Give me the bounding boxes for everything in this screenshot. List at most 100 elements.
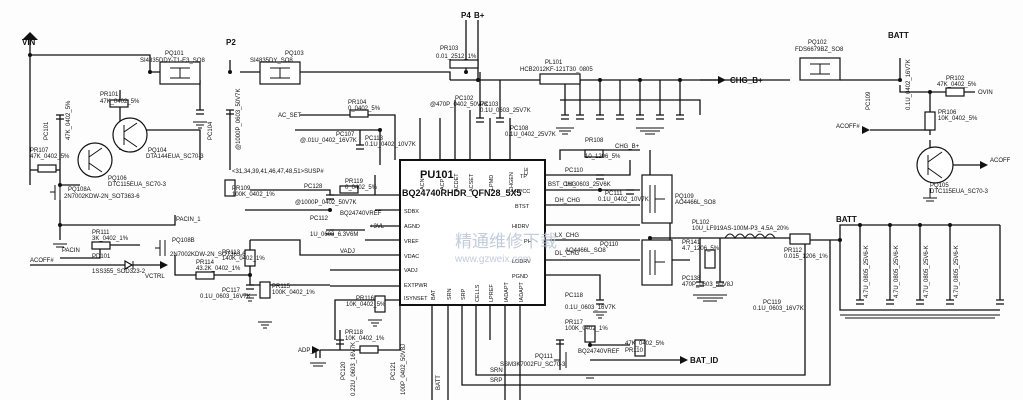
svg-text:PC117: PC117: [222, 288, 241, 294]
svg-text:10K_0402_1%: 10K_0402_1%: [345, 336, 385, 342]
svg-text:0.1U_0402_10V7K: 0.1U_0402_10V7K: [598, 197, 649, 203]
svg-text:PC113: PC113: [365, 136, 384, 142]
svg-text:PQ101: PQ101: [165, 51, 184, 57]
net-batt-top: BATT: [888, 31, 909, 40]
svg-text:PR115: PR115: [272, 284, 291, 290]
svg-text:4.7U_0805_25V6-K: 4.7U_0805_25V6-K: [864, 245, 870, 298]
svg-text:0.22U_0603_16V7K: 0.22U_0603_16V7K: [351, 342, 357, 396]
svg-text:IADAPT: IADAPT: [519, 281, 525, 302]
svg-text:PR114: PR114: [196, 260, 215, 266]
net-acoff-hash: ACOFF#: [836, 124, 860, 130]
pd101-diode: [124, 259, 134, 271]
svg-text:VREF: VREF: [404, 239, 419, 245]
svg-text:BQ24740VREF: BQ24740VREF: [340, 211, 382, 217]
watermark-cn: 精通维修下载: [455, 232, 557, 252]
svg-text:IADAPT: IADAPT: [504, 281, 510, 302]
net-ac-set: AC_SET: [278, 113, 302, 119]
svg-text:BAT: BAT: [431, 289, 437, 300]
svg-text:FDS6679BZ_SO8: FDS6679BZ_SO8: [795, 47, 844, 53]
net-lx: LX_CHG: [555, 233, 579, 239]
pq103-mosfet: [259, 61, 301, 85]
svg-text:1U_0603_6.3V6M: 1U_0603_6.3V6M: [310, 232, 358, 238]
svg-text:SRP: SRP: [461, 288, 467, 300]
svg-text:TP: TP: [520, 174, 527, 180]
svg-text:0.1U_0603_16V7K: 0.1U_0603_16V7K: [753, 306, 804, 312]
svg-text:PQ103: PQ103: [285, 51, 304, 57]
svg-text:@.01U_0402_16V7K: @.01U_0402_16V7K: [300, 138, 357, 144]
svg-text:AO4466L_SO8: AO4466L_SO8: [565, 248, 606, 254]
svg-text:PQ106: PQ106: [108, 176, 127, 182]
svg-text:470P_0603_50V8J: 470P_0603_50V8J: [682, 282, 733, 288]
svg-text:PD101: PD101: [92, 254, 111, 260]
pu101-chip: [399, 159, 546, 306]
svg-text:PC118: PC118: [565, 293, 584, 299]
svg-text:AO4466L_SO8: AO4466L_SO8: [675, 200, 716, 206]
net-bplus: B+: [474, 11, 485, 20]
svg-text:0.1U_0603_16V7K: 0.1U_0603_16V7K: [200, 294, 251, 300]
net-bat-id: BAT_ID: [690, 356, 719, 365]
svg-text:AGND: AGND: [404, 224, 420, 230]
chip-ref: PU101: [420, 169, 454, 181]
net-acoff-left: ACOFF#: [30, 258, 54, 264]
svg-text:PC128: PC128: [304, 184, 323, 190]
svg-text:@470P_0402_50V7K: @470P_0402_50V7K: [430, 102, 488, 108]
svg-text:4.7U_0805_25V6-K: 4.7U_0805_25V6-K: [894, 245, 900, 298]
svg-text:47K_0402_5%: 47K_0402_5%: [937, 82, 977, 88]
svg-text:PQ108B: PQ108B: [172, 238, 195, 244]
svg-text:PR101: PR101: [100, 92, 119, 98]
svg-text:@1000P_0402_50V7K: @1000P_0402_50V7K: [295, 200, 356, 206]
net-batt-bottom: BATT: [436, 375, 442, 390]
pq111-mosfet: [554, 352, 567, 368]
net-vctrl: VCTRL: [145, 274, 165, 280]
svg-text:47K_0402_5%: 47K_0402_5%: [100, 99, 140, 105]
svg-text:PR108: PR108: [585, 138, 604, 144]
svg-text:VDAC: VDAC: [404, 254, 419, 260]
svg-text:PGND: PGND: [512, 274, 528, 280]
pq106-transistor: [77, 142, 113, 178]
pq104-transistor: [112, 117, 148, 153]
svg-text:10K_0402_5%: 10K_0402_5%: [938, 116, 978, 122]
pq109-mosfet: [641, 174, 673, 224]
svg-text:PL102: PL102: [692, 220, 710, 226]
watermark-url: www.gzweix.com: [454, 254, 531, 265]
svg-text:LPREF: LPREF: [489, 284, 495, 302]
svg-text:0.015_1206_1%: 0.015_1206_1%: [784, 254, 828, 260]
svg-text:PC108: PC108: [510, 126, 529, 132]
svg-text:PC112: PC112: [310, 216, 329, 222]
net-pacin: PACIN: [62, 248, 80, 254]
pq108b-mosfet: [155, 240, 166, 256]
svg-text:PC109: PC109: [866, 91, 872, 110]
svg-text:PQ110: PQ110: [600, 242, 619, 248]
resistors: [37, 87, 965, 357]
pq101-mosfet: [159, 61, 201, 85]
net-srn: SRN: [490, 368, 503, 374]
svg-text:VADJ: VADJ: [404, 268, 418, 274]
svg-text:PQ104: PQ104: [148, 148, 167, 154]
svg-text:43.2K_0402_1%: 43.2K_0402_1%: [196, 266, 241, 272]
svg-text:PR112: PR112: [784, 248, 803, 254]
svg-text:CELLS: CELLS: [475, 284, 481, 302]
svg-text:PC138: PC138: [682, 276, 701, 282]
svg-text:47K_0402_5%: 47K_0402_5%: [66, 100, 72, 140]
svg-text:100K_0402_1%: 100K_0402_1%: [565, 326, 608, 332]
net-sysref: <31,34,39,41,46,47,48,51>SUSP#: [232, 169, 324, 175]
svg-text:PR117: PR117: [565, 320, 584, 326]
svg-text:PC102: PC102: [455, 96, 474, 102]
arrows: [22, 32, 988, 364]
svg-text:3K_0402_1%: 3K_0402_1%: [92, 236, 129, 242]
svg-text:100K_0402_1%: 100K_0402_1%: [272, 290, 315, 296]
net-p2: P2: [226, 38, 236, 47]
svg-text:PC121: PC121: [391, 361, 397, 380]
svg-text:2N7002KDW-2N_SOT363-6: 2N7002KDW-2N_SOT363-6: [170, 252, 246, 258]
svg-text:PC107: PC107: [336, 132, 355, 138]
svg-text:2N7002KDW-2N_SOT363-6: 2N7002KDW-2N_SOT363-6: [64, 194, 140, 200]
svg-text:SRN: SRN: [447, 288, 453, 300]
pq102-mosfet: [799, 57, 841, 81]
pr103-sense-resistor: [449, 59, 479, 69]
svg-text:10U_LF919AS-100M-P3_4.5A_20%: 10U_LF919AS-100M-P3_4.5A_20%: [692, 226, 789, 232]
svg-text:PQ111: PQ111: [535, 354, 553, 360]
svg-text:ACP: ACP: [440, 178, 446, 190]
svg-text:ISYNSET: ISYNSET: [404, 296, 428, 302]
svg-text:LODRV: LODRV: [512, 259, 531, 265]
svg-text:PC104: PC104: [208, 121, 214, 140]
